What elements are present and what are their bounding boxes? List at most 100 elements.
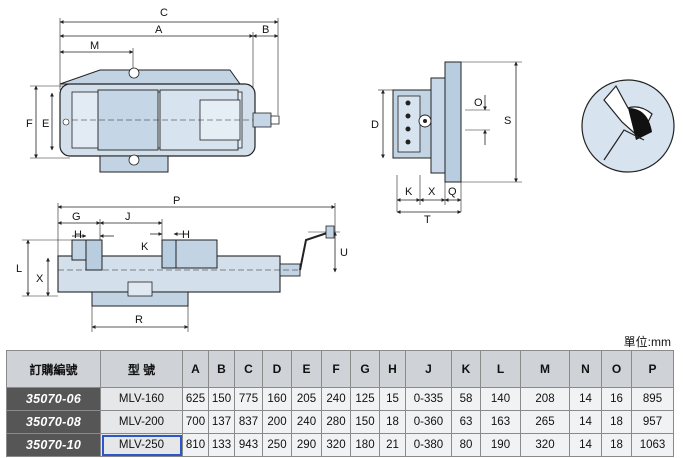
value-cell: 133 <box>208 433 235 457</box>
detail-circle <box>581 79 675 173</box>
table-header-1: 型 號 <box>100 350 183 388</box>
value-cell: 16 <box>601 387 632 411</box>
value-cell: 320 <box>520 433 570 457</box>
dim-J: J <box>125 211 131 223</box>
value-cell: 14 <box>569 387 602 411</box>
dim-O: O <box>474 97 483 109</box>
dim-G: G <box>72 211 81 223</box>
value-cell: 0-380 <box>405 433 452 457</box>
side-view: D O S K X Q T <box>371 61 522 226</box>
table-header-16: P <box>631 350 674 388</box>
table-header-9: H <box>379 350 406 388</box>
value-cell: 200 <box>262 410 292 434</box>
dim-C: C <box>160 7 168 19</box>
value-cell: 625 <box>182 387 209 411</box>
value-cell: 14 <box>569 410 602 434</box>
unit-label: 單位:mm <box>623 335 671 349</box>
table-header-7: F <box>321 350 351 388</box>
value-cell: 280 <box>321 410 351 434</box>
value-cell: 163 <box>480 410 521 434</box>
value-cell: 265 <box>520 410 570 434</box>
dim-H-right: H <box>182 229 190 241</box>
dim-X-front: X <box>36 273 44 285</box>
value-cell: 240 <box>291 410 322 434</box>
dim-F: F <box>26 118 33 130</box>
value-cell: 63 <box>451 410 481 434</box>
technical-drawing: C A B M F E <box>16 7 675 332</box>
value-cell: 150 <box>350 410 380 434</box>
dim-T: T <box>424 214 431 226</box>
dim-Q: Q <box>448 186 457 198</box>
order-code-cell: 35070-06 <box>6 387 101 411</box>
value-cell: 0-335 <box>405 387 452 411</box>
value-cell: 810 <box>182 433 209 457</box>
value-cell: 21 <box>379 433 406 457</box>
value-cell: 240 <box>321 387 351 411</box>
value-cell: 15 <box>379 387 406 411</box>
dim-A: A <box>155 24 163 36</box>
order-code-cell: 35070-08 <box>6 410 101 434</box>
value-cell: 205 <box>291 387 322 411</box>
value-cell: 957 <box>631 410 674 434</box>
value-cell: 895 <box>631 387 674 411</box>
table-header-8: G <box>350 350 380 388</box>
model-cell[interactable]: MLV-200 <box>100 410 183 434</box>
value-cell: 943 <box>234 433 263 457</box>
table-header-12: L <box>480 350 521 388</box>
table-header-11: K <box>451 350 481 388</box>
table-header-3: B <box>208 350 235 388</box>
table-header-14: N <box>569 350 602 388</box>
dim-U: U <box>340 247 348 259</box>
table-header-4: C <box>234 350 263 388</box>
value-cell: 250 <box>262 433 292 457</box>
value-cell: 80 <box>451 433 481 457</box>
value-cell: 775 <box>234 387 263 411</box>
value-cell: 700 <box>182 410 209 434</box>
value-cell: 14 <box>569 433 602 457</box>
table-header-6: E <box>291 350 322 388</box>
value-cell: 18 <box>379 410 406 434</box>
dim-B: B <box>262 24 269 36</box>
dim-S: S <box>504 115 511 127</box>
dim-K-front: K <box>141 241 149 253</box>
value-cell: 18 <box>601 410 632 434</box>
value-cell: 125 <box>350 387 380 411</box>
table-header-10: J <box>405 350 452 388</box>
top-view: C A B M F E <box>26 7 280 173</box>
dim-D: D <box>371 119 379 131</box>
table-header-15: O <box>601 350 632 388</box>
model-cell[interactable]: MLV-250 <box>100 433 183 457</box>
value-cell: 1063 <box>631 433 674 457</box>
value-cell: 190 <box>480 433 521 457</box>
value-cell: 180 <box>350 433 380 457</box>
dim-M: M <box>90 40 99 52</box>
dim-E: E <box>42 118 49 130</box>
value-cell: 150 <box>208 387 235 411</box>
value-cell: 290 <box>291 433 322 457</box>
dim-K: K <box>405 186 413 198</box>
dim-R: R <box>135 314 143 326</box>
value-cell: 137 <box>208 410 235 434</box>
table-header-2: A <box>182 350 209 388</box>
model-cell[interactable]: MLV-160 <box>100 387 183 411</box>
table-header-5: D <box>262 350 292 388</box>
value-cell: 18 <box>601 433 632 457</box>
value-cell: 58 <box>451 387 481 411</box>
front-view: P G J H H K U L X <box>16 195 348 332</box>
table-header-13: M <box>520 350 570 388</box>
dim-H-left: H <box>74 229 82 241</box>
value-cell: 320 <box>321 433 351 457</box>
dim-L: L <box>16 263 22 275</box>
value-cell: 0-360 <box>405 410 452 434</box>
dim-X: X <box>428 186 436 198</box>
table-header-0: 訂購編號 <box>6 350 101 388</box>
dim-P: P <box>173 195 180 207</box>
value-cell: 837 <box>234 410 263 434</box>
value-cell: 140 <box>480 387 521 411</box>
